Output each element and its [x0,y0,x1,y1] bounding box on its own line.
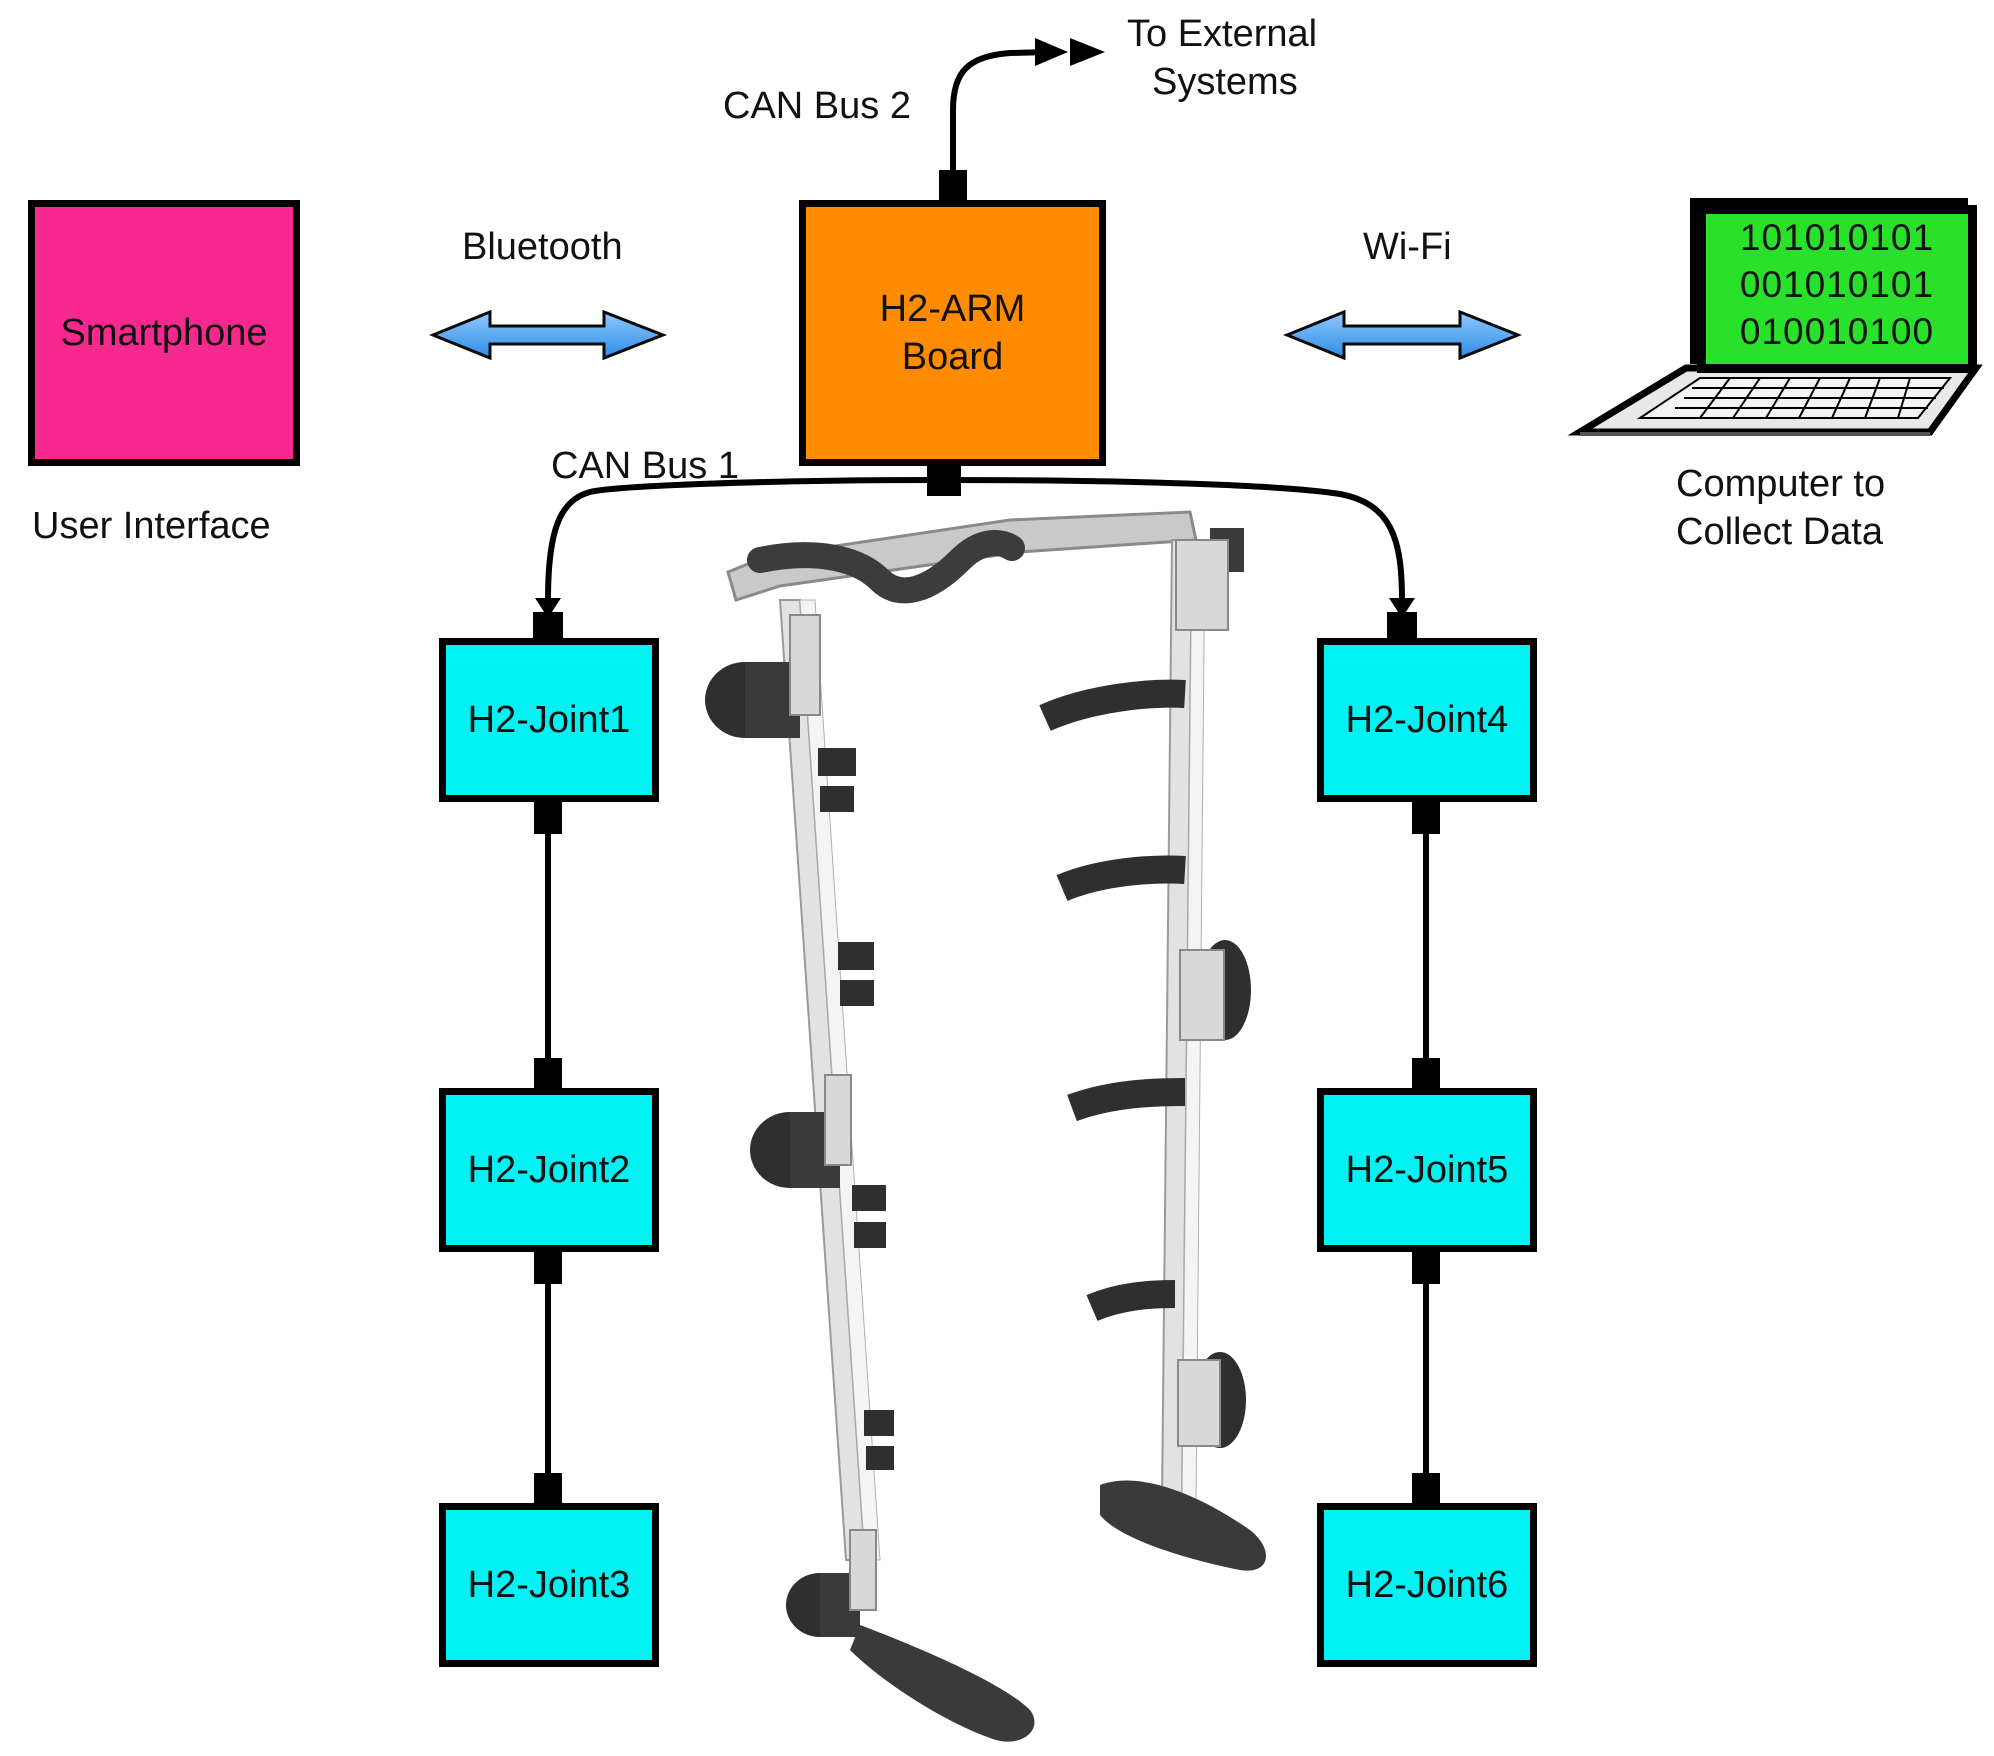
joint5-label: H2-Joint5 [1345,1149,1509,1191]
left-joint-chain [534,802,562,1503]
joint5-box: H2-Joint5 [1317,1088,1537,1252]
computer-label-line1: Computer to [1676,463,1886,505]
can-bus-1-line [533,466,1417,638]
arm-board-label-line1: H2-ARM [879,288,1026,330]
smartphone-label: Smartphone [60,312,268,354]
joint6-box: H2-Joint6 [1317,1503,1537,1667]
binary-line-1: 101010101 [1739,217,1935,258]
external-label-line1: To External [1127,13,1318,55]
bluetooth-double-arrow [428,309,668,361]
can-bus-1-label: CAN Bus 1 [551,445,739,487]
binary-line-3: 010010100 [1739,311,1935,352]
wifi-label: Wi-Fi [1363,226,1452,268]
computer-label-line2: Collect Data [1676,511,1883,553]
joint3-label: H2-Joint3 [467,1564,631,1606]
binary-line-2: 001010101 [1739,264,1935,305]
smartphone-box: Smartphone [28,200,300,466]
joint2-label: H2-Joint2 [467,1149,631,1191]
can-bus-2-line [939,38,1105,200]
joint6-label: H2-Joint6 [1345,1564,1509,1606]
arm-board-box: H2-ARM Board [799,200,1106,466]
exoskeleton-image [705,510,1267,1742]
joint4-box: H2-Joint4 [1317,638,1537,802]
joint1-box: H2-Joint1 [439,638,659,802]
external-label-line2: Systems [1152,61,1298,103]
right-joint-chain [1412,802,1440,1503]
laptop-screen: 101010101 001010101 010010100 [1697,205,1977,373]
can-bus-2-label: CAN Bus 2 [723,85,911,127]
joint3-box: H2-Joint3 [439,1503,659,1667]
arm-board-label-line2: Board [901,336,1004,378]
bluetooth-label: Bluetooth [462,226,623,268]
joint4-label: H2-Joint4 [1345,699,1509,741]
user-interface-label: User Interface [32,505,271,547]
joint1-label: H2-Joint1 [467,699,631,741]
joint2-box: H2-Joint2 [439,1088,659,1252]
wifi-double-arrow [1282,309,1523,361]
